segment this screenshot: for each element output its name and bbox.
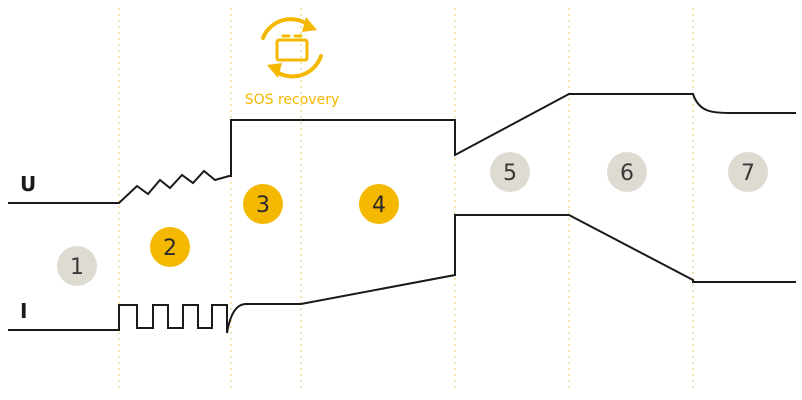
stage-badge-1: 1: [57, 246, 97, 286]
voltage-curve: [8, 93, 796, 204]
stage-badge-6: 6: [607, 152, 647, 192]
stage-badge-3: 3: [243, 184, 283, 224]
stage-number: 4: [372, 193, 386, 218]
stage-number: 5: [503, 161, 517, 186]
stage-number: 2: [163, 236, 177, 261]
stage-badge-5: 5: [490, 152, 530, 192]
stage-number: 7: [741, 161, 755, 186]
current-curve: [8, 214, 796, 334]
stage-badge-2: 2: [150, 227, 190, 267]
stage-number: 3: [256, 193, 270, 218]
stage-number: 6: [620, 161, 634, 186]
stage-badge-4: 4: [359, 184, 399, 224]
sos-recovery-label: SOS recovery: [245, 92, 340, 108]
stage-dividers: [118, 8, 694, 392]
voltage-axis-label: U: [20, 172, 36, 196]
current-axis-label: I: [20, 299, 27, 323]
battery-recycle-icon: [261, 17, 323, 79]
stage-badge-7: 7: [728, 152, 768, 192]
stage-number: 1: [70, 255, 84, 280]
